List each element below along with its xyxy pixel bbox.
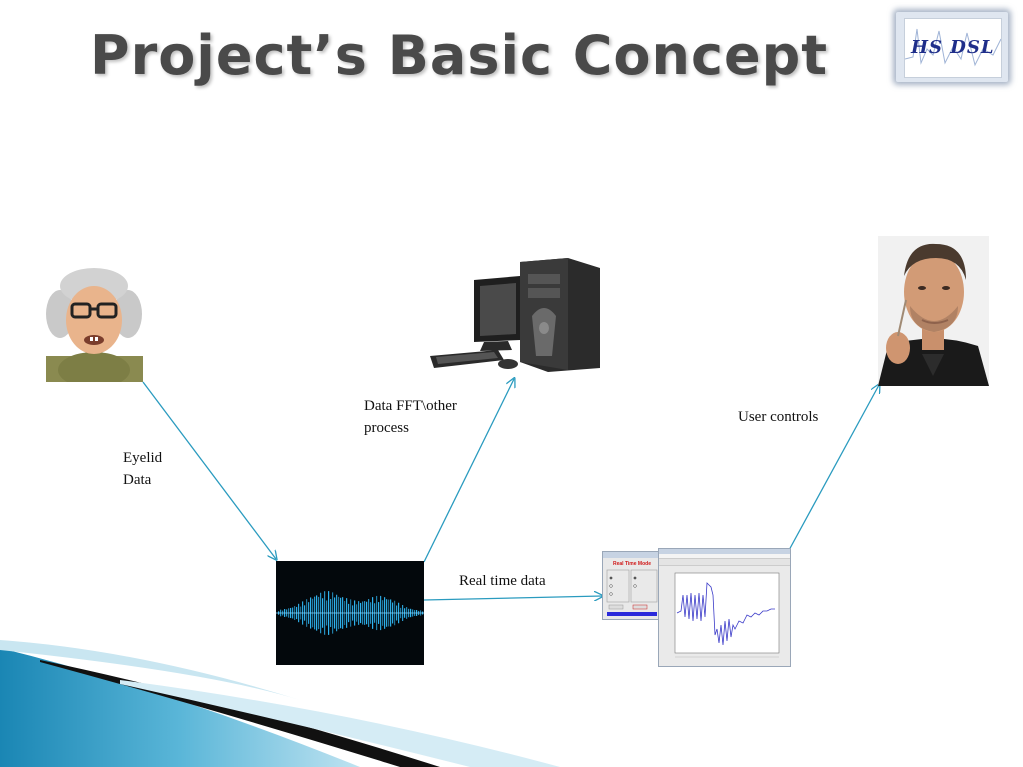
signal-waveform-image	[276, 561, 424, 665]
arrow-signal-to-gui	[423, 596, 602, 600]
logo-waveform-icon	[905, 28, 1001, 67]
computer-image	[428, 256, 601, 372]
real-time-data-label: Real time data	[459, 573, 546, 589]
fft-process-label: Data FFT\other process	[364, 395, 457, 439]
fft-label-line1: Data FFT\other	[364, 398, 457, 414]
user-controls-label: User controls	[738, 409, 819, 425]
slide-title: Project’s Basic Concept	[90, 24, 829, 87]
eyelid-label-line2: Data	[123, 472, 152, 488]
gui-control-window: Real Time Mode	[602, 551, 662, 620]
arrow-eyelid-to-signal	[142, 381, 276, 559]
eyelid-label-line1: Eyelid	[123, 450, 163, 466]
fft-label-line2: process	[364, 420, 409, 436]
gui-plot-window	[658, 548, 791, 667]
arrow-signal-to-computer	[423, 379, 514, 563]
subject-person-image	[46, 264, 143, 382]
logo-text: HS DSL	[911, 37, 995, 58]
hs-dsl-logo: HS DSL	[896, 12, 1008, 82]
gui-mode-title: Real Time Mode	[613, 561, 651, 567]
arrow-gui-to-user	[787, 385, 879, 553]
user-person-image	[878, 236, 989, 386]
eyelid-data-label: Eyelid Data	[123, 447, 162, 491]
